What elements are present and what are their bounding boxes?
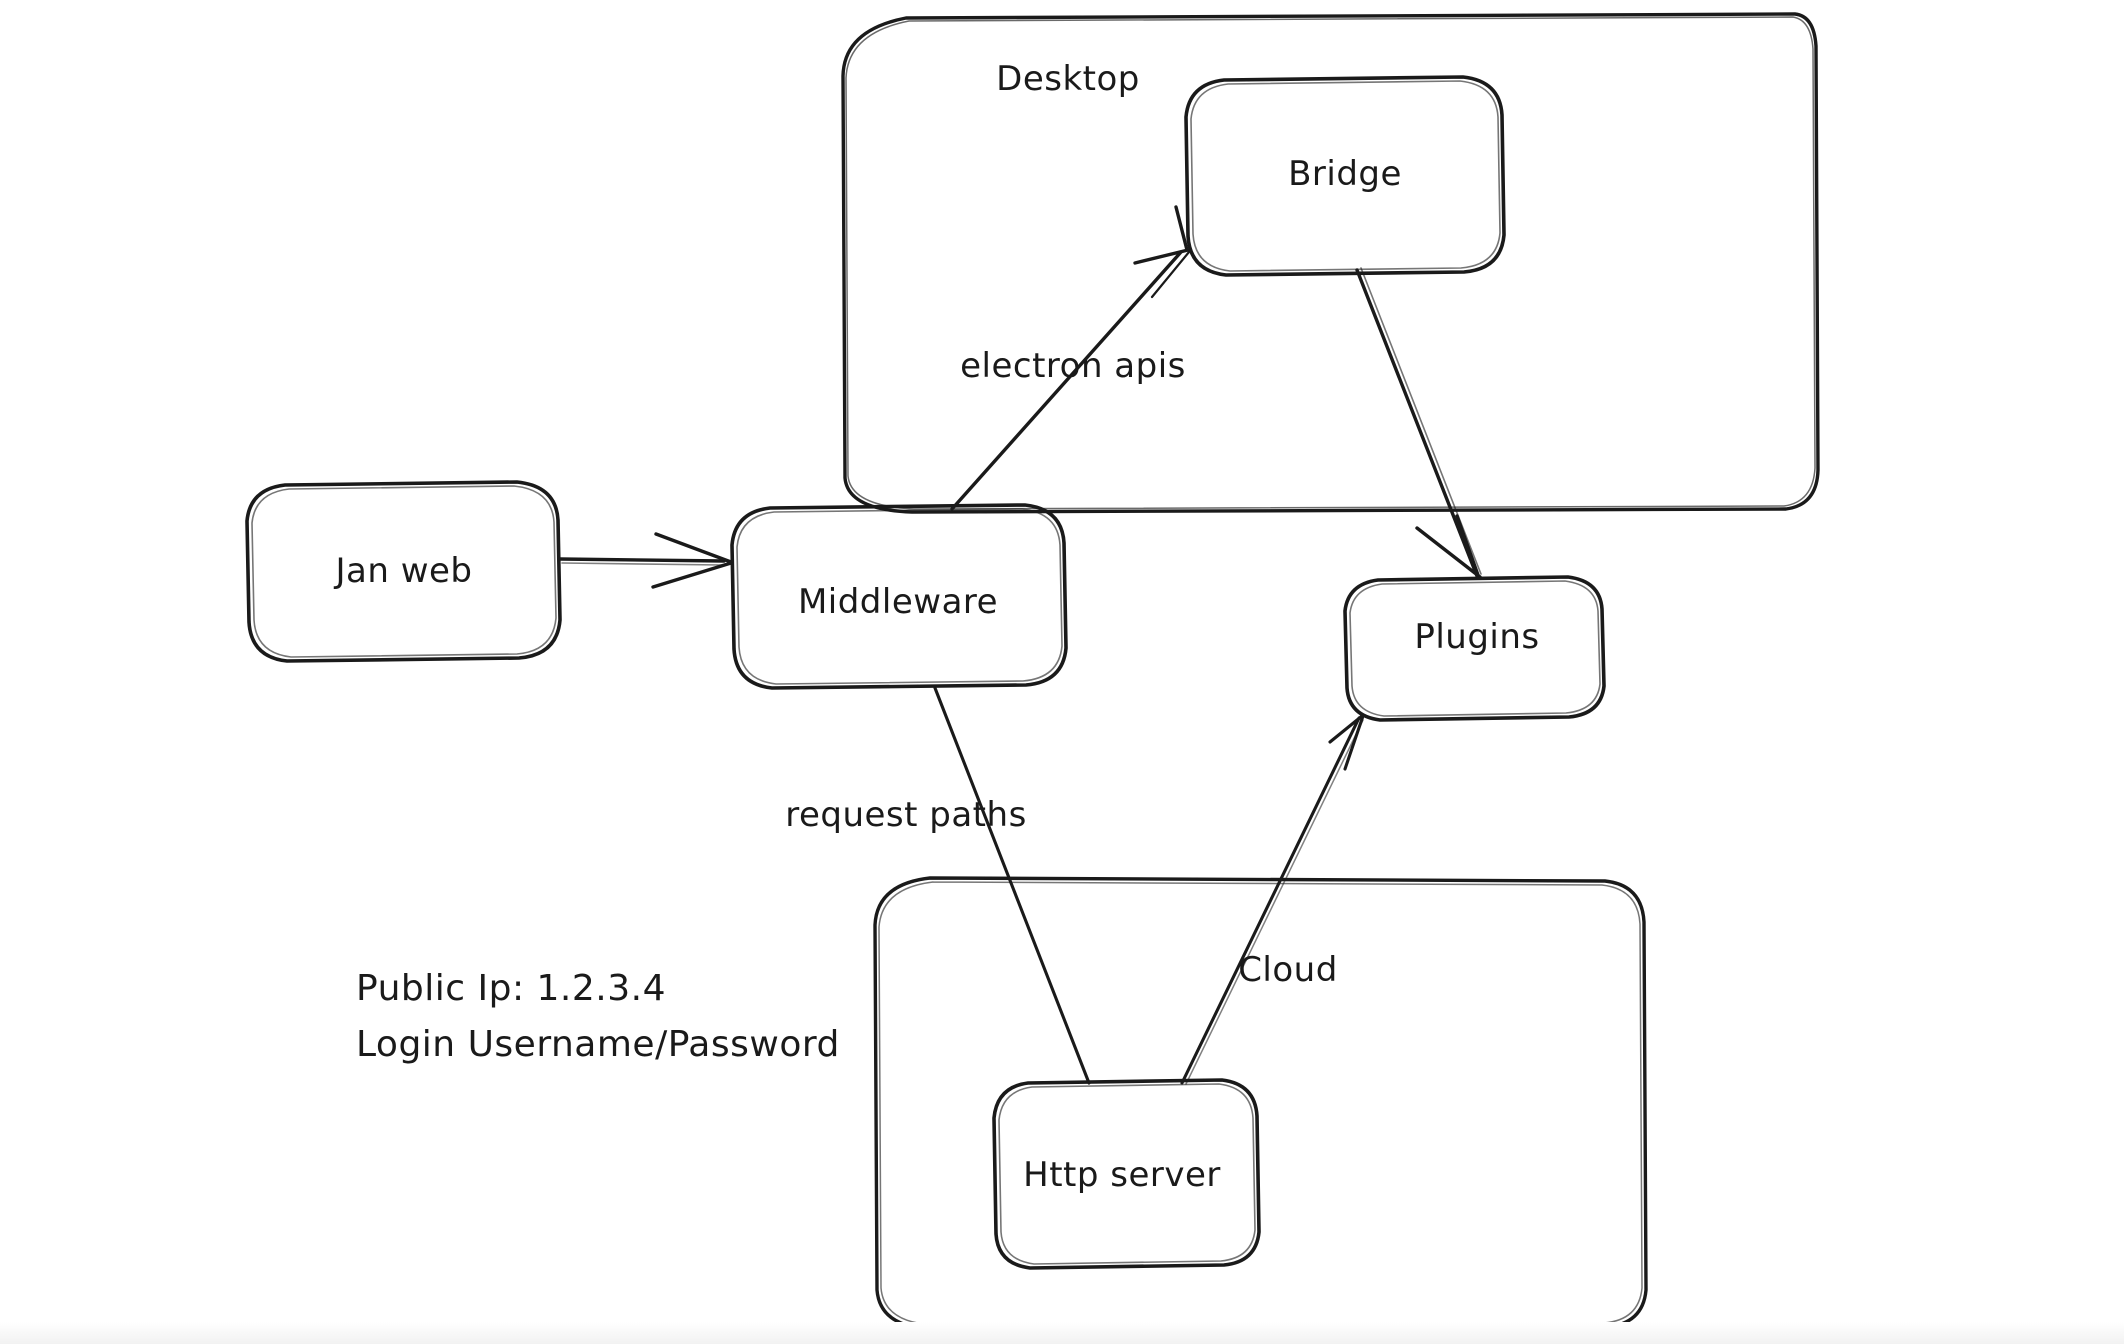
node-label-http-server: Http server [1023,1154,1221,1195]
edge-middleware-to-httpserver [933,686,1091,1085]
edge-janweb-to-middleware [558,532,733,589]
note-public-ip: Public Ip: 1.2.3.4 [356,968,666,1009]
group-cloud-outline [873,876,1648,1331]
node-jan-web-outline [245,480,562,663]
node-plugins-outline [1343,575,1606,722]
group-label-desktop: Desktop [996,58,1140,99]
edge-label-request-paths: request paths [785,794,1027,835]
note-login-credentials: Login Username/Password [356,1024,840,1065]
node-label-bridge: Bridge [1288,153,1402,194]
edge-middleware-to-bridge [950,205,1191,511]
group-desktop-outline [841,12,1820,514]
node-label-middleware: Middleware [797,581,999,622]
node-label-jan-web: Jan web [335,550,473,591]
edge-bridge-to-plugins [1355,267,1482,580]
group-label-cloud: Cloud [1238,949,1338,990]
node-http-server-outline [992,1078,1261,1270]
node-label-plugins: Plugins [1414,616,1540,657]
edge-httpserver-to-plugins [1180,714,1365,1085]
page-bottom-edge [0,1322,2124,1344]
node-middleware-outline [730,503,1068,690]
node-bridge-outline [1184,75,1506,277]
edge-label-electron-apis: electron apis [960,345,1186,386]
